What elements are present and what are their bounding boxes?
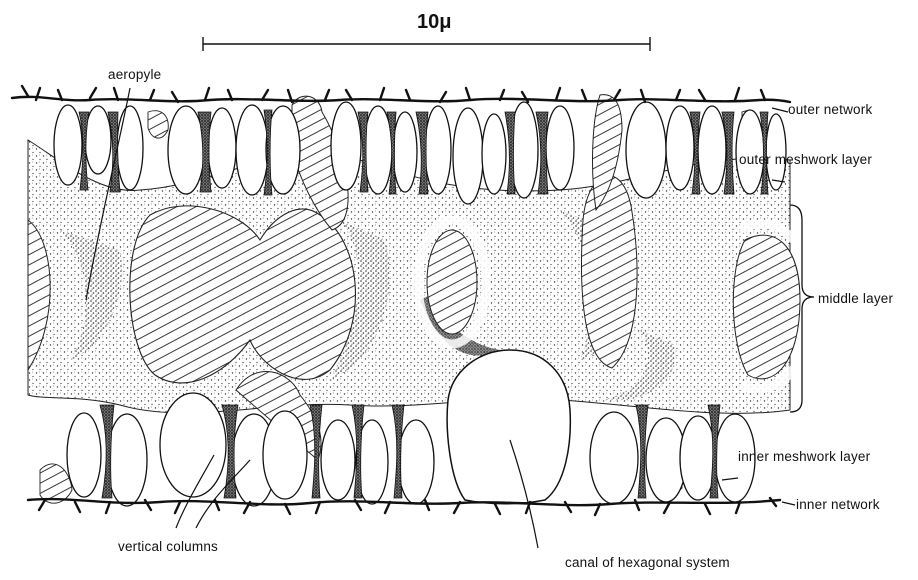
inner-meshwork-cells (67, 393, 755, 506)
inner-meshwork-label: inner meshwork layer (738, 450, 870, 464)
inner-network-label: inner network (796, 498, 880, 512)
middle-layer-label: middle layer (818, 292, 893, 306)
hexagonal-canal (447, 350, 570, 504)
scale-bar-label: 10μ (417, 12, 451, 32)
outer-network-label: outer network (788, 103, 872, 117)
outer-meshwork-label: outer meshwork layer (739, 153, 872, 167)
canal-label: canal of hexagonal system (565, 556, 730, 570)
aeropyle-label: aeropyle (108, 68, 161, 82)
vertical-columns-label: vertical columns (118, 540, 218, 554)
scale-bar (203, 37, 650, 51)
